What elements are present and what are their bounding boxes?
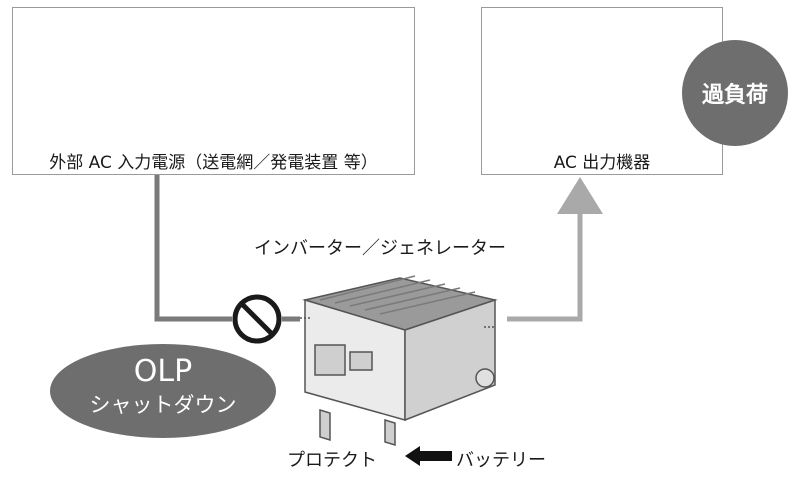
- output-arrow-head: [557, 177, 603, 214]
- external-ac-input-label: 外部 AC 入力電源（送電網／発電装置 等）: [49, 153, 378, 173]
- protect-label: プロテクト: [287, 450, 377, 471]
- inverter-device-illustration: [300, 275, 498, 447]
- olp-title: OLP: [133, 354, 193, 389]
- external-ac-input-box: 外部 AC 入力電源（送電網／発電装置 等）: [12, 7, 415, 175]
- device-caption: インバーター／ジェネレーター: [254, 238, 506, 259]
- ac-output-devices-label: AC 出力機器: [553, 153, 651, 173]
- olp-subtitle: シャットダウン: [89, 393, 237, 417]
- prohibited-icon: [232, 294, 282, 344]
- olp-shutdown-badge: OLP シャットダウン: [50, 344, 276, 438]
- overload-badge: 過負荷: [682, 40, 788, 146]
- output-connection-line: [507, 212, 583, 322]
- overload-badge-label: 過負荷: [701, 83, 768, 108]
- left-arrow-icon: [405, 446, 452, 466]
- battery-label: バッテリー: [456, 450, 546, 471]
- input-connection-line: [154, 173, 232, 322]
